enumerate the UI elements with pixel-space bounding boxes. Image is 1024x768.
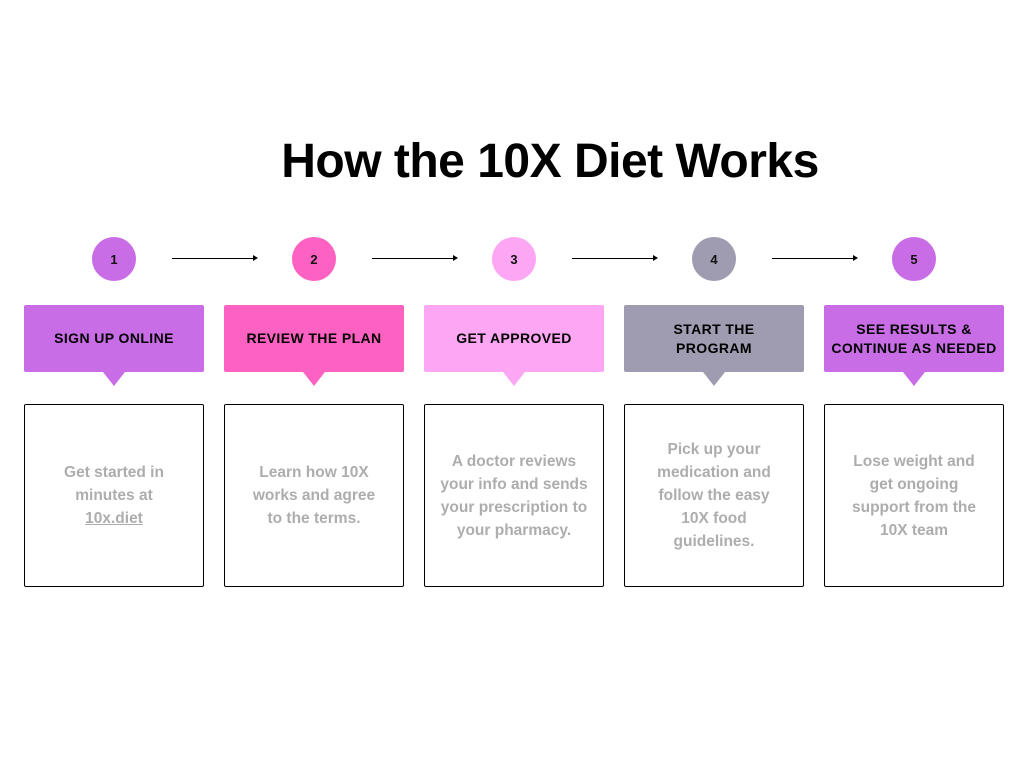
step-2-description-box: Learn how 10X works and agree to the ter… [224,404,404,587]
step-1-description-box: Get started in minutes at 10x.diet [24,404,204,587]
step-2-description: Learn how 10X works and agree to the ter… [252,464,376,527]
step-3-description: A doctor reviews your info and sends you… [440,452,588,539]
step-3-description-box: A doctor reviews your info and sends you… [424,404,604,587]
step-4-heading-banner: START THE PROGRAM [624,305,804,386]
step-5-description: Lose weight and get ongoing support from… [852,452,976,539]
arrow-icon [572,255,658,261]
arrow-icon [772,255,858,261]
step-1-heading-banner: SIGN UP ONLINE [24,305,204,386]
arrow-icon [372,255,458,261]
step-5-heading-banner: SEE RESULTS & CONTINUE AS NEEDED [824,305,1004,386]
step-1-heading: SIGN UP ONLINE [54,330,174,346]
step-5-heading-line-1: SEE RESULTS & [856,320,972,337]
step-4-heading-line-2: PROGRAM [676,339,752,356]
step-4-heading-line-1: START THE [673,320,755,337]
arrow-icon [172,255,258,261]
step-1-description: Get started in minutes at [64,464,164,504]
step-5-heading-line-2: CONTINUE AS NEEDED [831,339,997,356]
step-4-description-box: Pick up your medication and follow the e… [624,404,804,587]
step-3-heading-banner: GET APPROVED [424,305,604,386]
step-2-number-circle: 2 [292,237,336,281]
step-5-description-box: Lose weight and get ongoing support from… [824,404,1004,587]
step-3-number-circle: 3 [492,237,536,281]
step-5-number-circle: 5 [892,237,936,281]
step-3-heading: GET APPROVED [456,330,572,346]
step-1-number-circle: 1 [92,237,136,281]
step-4-number-circle: 4 [692,237,736,281]
step-4-description: Pick up your medication and follow the e… [657,441,771,550]
signup-link[interactable]: 10x.diet [85,510,143,527]
step-2-heading: REVIEW THE PLAN [246,330,382,346]
step-2-heading-banner: REVIEW THE PLAN [224,305,404,386]
page-title: How the 10X Diet Works [281,135,819,188]
